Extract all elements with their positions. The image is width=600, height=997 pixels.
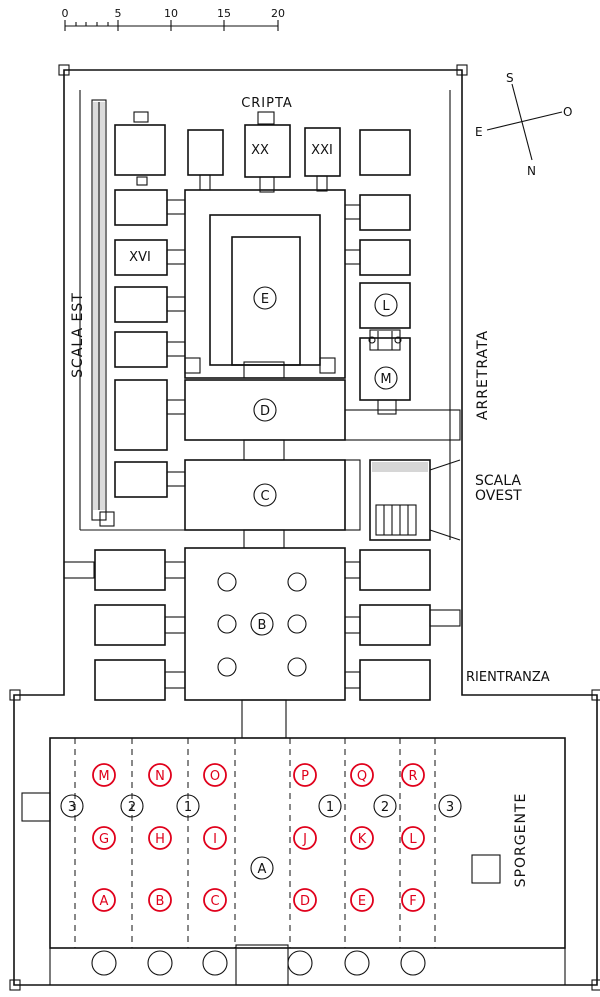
column-marker-label: K [358,832,367,847]
column-marker-label: O [210,769,220,784]
hall-b [63,547,461,739]
column-marker-label: G [99,832,109,847]
column-marker-circle [203,763,227,787]
aisle-label: 1 [184,800,192,815]
column-marker-circle [401,826,425,850]
east-staircase [91,99,115,527]
hall-markers: E L M D C B A [250,286,398,880]
crypt-chambers [114,111,411,193]
scale-tick-label: 10 [164,7,178,20]
hall-d [184,379,461,461]
side-chambers-right [344,194,411,276]
compass-rose: S O E N [475,71,572,178]
column-marker-label: H [155,832,165,847]
chambers-l-m [359,282,411,415]
scale-tick-label: 15 [217,7,231,20]
column-marker-label: B [156,894,165,909]
hall-label-a: A [258,862,267,877]
label-arretrata: ARRETRATA [475,330,491,420]
column-marker-circle [148,763,172,787]
label-scala-ovest-line1: SCALA [475,473,521,489]
hall-label-l: L [382,299,390,314]
column-marker-label: R [408,769,417,784]
label-sporgente: SPORGENTE [513,793,529,888]
column-marker-circle [401,888,425,912]
scale-tick-label: 20 [271,7,285,20]
column-marker-circle [293,888,317,912]
column-marker-circle [350,763,374,787]
column-marker-label: L [409,832,417,847]
column-marker-circle [92,888,116,912]
column-marker-label: C [210,894,219,909]
hall-label-e: E [261,292,269,307]
hall-label-d: D [260,404,270,419]
west-staircase [369,459,461,541]
column-marker-circle [148,826,172,850]
column-marker-label: J [302,832,307,847]
compass-label-o: O [563,105,572,119]
column-marker-label: D [300,894,310,909]
aisle-label: 3 [68,800,76,815]
column-marker-circle [203,888,227,912]
side-chambers-left [114,189,186,498]
room-label-xx: XX [251,143,269,158]
aisle-label: 2 [128,800,136,815]
column-marker-label: A [100,894,109,909]
hall-label-b: B [258,618,267,633]
aisle-label: 1 [326,800,334,815]
column-marker-label: Q [357,769,367,784]
aisle-markers: 3 2 1 1 2 3 [60,794,462,818]
aisle-label: 3 [446,800,454,815]
label-rientranza: RIENTRANZA [466,670,550,685]
hall-a [21,737,566,986]
column-marker-circle [350,888,374,912]
compass-label-s: S [506,71,514,85]
column-marker-label: N [155,769,165,784]
column-marker-label: E [358,894,366,909]
column-marker-label: F [409,894,416,909]
label-scala-est: SCALA EST [70,292,86,378]
aisle-label: 2 [381,800,389,815]
hall-c [184,459,361,549]
column-marker-circle [293,763,317,787]
label-cripta: CRIPTA [241,96,293,111]
hall-label-c: C [260,489,269,504]
column-marker-circle [148,888,172,912]
column-marker-label: P [301,769,309,784]
column-marker-label: M [98,769,109,784]
column-marker-circle [92,763,116,787]
column-marker-circle [293,826,317,850]
scale-tick-label: 5 [115,7,122,20]
room-label-xvi: XVI [129,250,151,265]
compass-label-e: E [475,125,483,139]
label-scala-ovest-line2: OVEST [475,488,522,504]
column-marker-circle [203,826,227,850]
column-marker-label: I [213,832,217,847]
column-marker-circle [350,826,374,850]
scale-tick-label: 0 [62,7,69,20]
scale-bar: 0 5 10 15 20 [62,7,285,31]
compass-label-n: N [527,164,536,178]
sanctuary-e [184,189,346,379]
room-label-xxi: XXI [311,143,333,158]
column-markers: M N O P Q R G H I J K L A B C D E F [92,763,425,912]
column-marker-circle [92,826,116,850]
hall-label-m: M [380,372,391,387]
column-marker-circle [401,763,425,787]
